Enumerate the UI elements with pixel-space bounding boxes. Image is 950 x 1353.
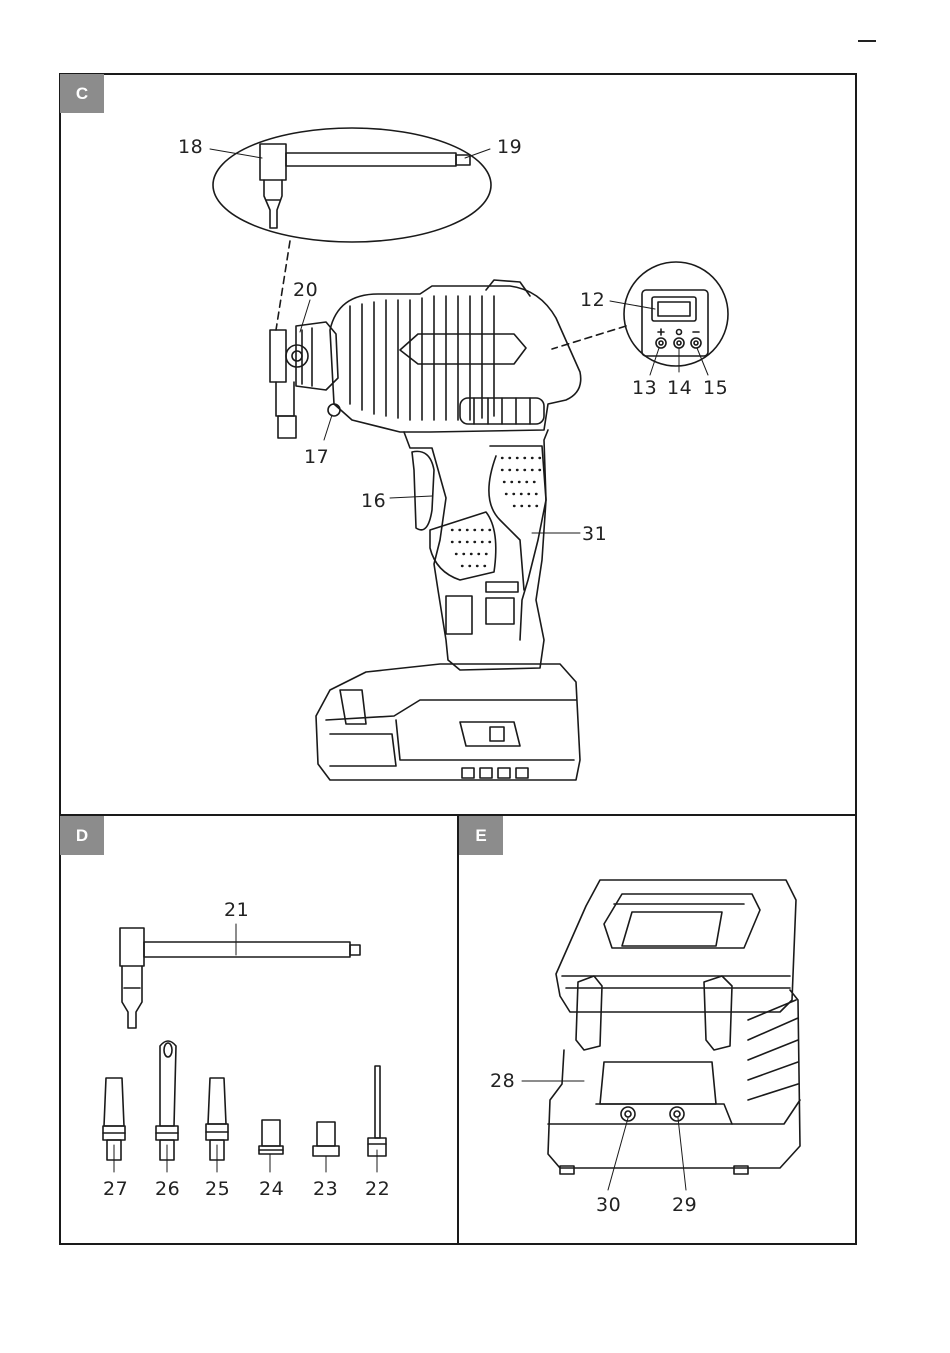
- control-panel-detail: [624, 262, 728, 366]
- hose-detail-ellipse: [213, 128, 491, 242]
- callout-24: 24: [259, 1178, 284, 1200]
- inflator-leader-lines: [300, 300, 580, 533]
- charger-leader-lines: [522, 1081, 686, 1190]
- callout-23: 23: [313, 1178, 338, 1200]
- callout-16: 16: [361, 490, 386, 512]
- callout-15: 15: [703, 377, 728, 399]
- callout-31: 31: [582, 523, 607, 545]
- callout-18: 18: [178, 136, 203, 158]
- adapter-22: [368, 1066, 386, 1156]
- callout-28: 28: [490, 1070, 515, 1092]
- callout-30: 30: [596, 1194, 621, 1216]
- callout-29: 29: [672, 1194, 697, 1216]
- adapter-23: [313, 1122, 339, 1156]
- hose-accessory: [120, 928, 360, 1028]
- callout-25: 25: [205, 1178, 230, 1200]
- callout-17: 17: [304, 446, 329, 468]
- callout-22: 22: [365, 1178, 390, 1200]
- callout-26: 26: [155, 1178, 180, 1200]
- callout-13: 13: [632, 377, 657, 399]
- callout-20: 20: [293, 279, 318, 301]
- callout-21: 21: [224, 899, 249, 921]
- adapter-24: [259, 1120, 283, 1154]
- callout-12: 12: [580, 289, 605, 311]
- adapter-leader-lines: [114, 1145, 377, 1172]
- control-connector-dashed: [552, 326, 626, 349]
- adapter-26: [156, 1041, 178, 1160]
- callout-14: 14: [667, 377, 692, 399]
- inflator-illustration: [270, 280, 581, 780]
- callout-19: 19: [497, 136, 522, 158]
- charger-illustration: [548, 880, 800, 1174]
- callout-27: 27: [103, 1178, 128, 1200]
- detail-connector-dashed: [276, 241, 290, 330]
